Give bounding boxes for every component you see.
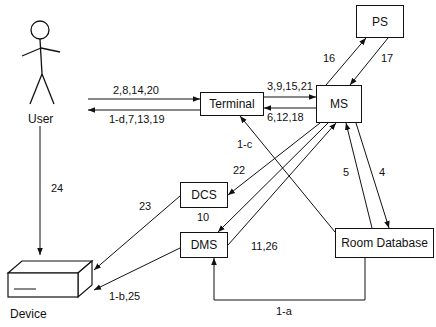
connector-arrow (214, 258, 365, 300)
step-number: 10 (196, 211, 210, 224)
step-number: 1-a (275, 305, 293, 318)
connector-arrow (228, 123, 320, 195)
figure-label: Device (10, 307, 47, 321)
connector-arrow (88, 110, 200, 111)
box-label: Room Database (341, 236, 428, 250)
step-number: 5 (342, 166, 350, 179)
box-label: DCS (191, 188, 216, 202)
process-box: Terminal (200, 92, 264, 116)
step-number: 16 (322, 52, 336, 65)
step-number: 4 (378, 166, 386, 179)
connector-arrow (264, 97, 316, 98)
connector-arrow (218, 123, 328, 232)
connector-arrow (356, 123, 389, 228)
process-box: DMS (180, 232, 228, 258)
step-number: 2,8,14,20 (112, 84, 160, 97)
connector-arrow (228, 123, 336, 245)
step-number: 22 (232, 164, 246, 177)
process-box: DCS (180, 182, 228, 208)
device-figure (6, 255, 94, 301)
step-number: 6,12,18 (266, 111, 305, 124)
figure-label: User (28, 112, 53, 126)
box-label: Terminal (209, 97, 254, 111)
box-label: DMS (191, 238, 218, 252)
database-box: Room Database (335, 228, 434, 258)
step-number: 1-b,25 (108, 290, 141, 303)
step-number: 1-d,7,13,19 (108, 113, 166, 126)
box-label: PS (372, 15, 388, 29)
connector-arrow (88, 99, 200, 100)
step-number: 11,26 (250, 240, 279, 253)
step-number: 24 (50, 182, 64, 195)
box-label: MS (330, 97, 348, 111)
step-number: 1-c (236, 138, 253, 151)
process-box: MS (316, 85, 362, 123)
device-node: Device (6, 255, 94, 321)
process-box: PS (356, 5, 404, 38)
user-figure (16, 18, 88, 108)
connector-arrow (94, 196, 180, 270)
connector-arrow (40, 126, 41, 255)
step-number: 23 (138, 200, 152, 213)
step-number: 17 (380, 52, 394, 65)
connector-arrow (264, 108, 316, 109)
user-node: User (16, 18, 88, 126)
connector-arrow (94, 248, 180, 290)
step-number: 3,9,15,21 (266, 80, 314, 93)
